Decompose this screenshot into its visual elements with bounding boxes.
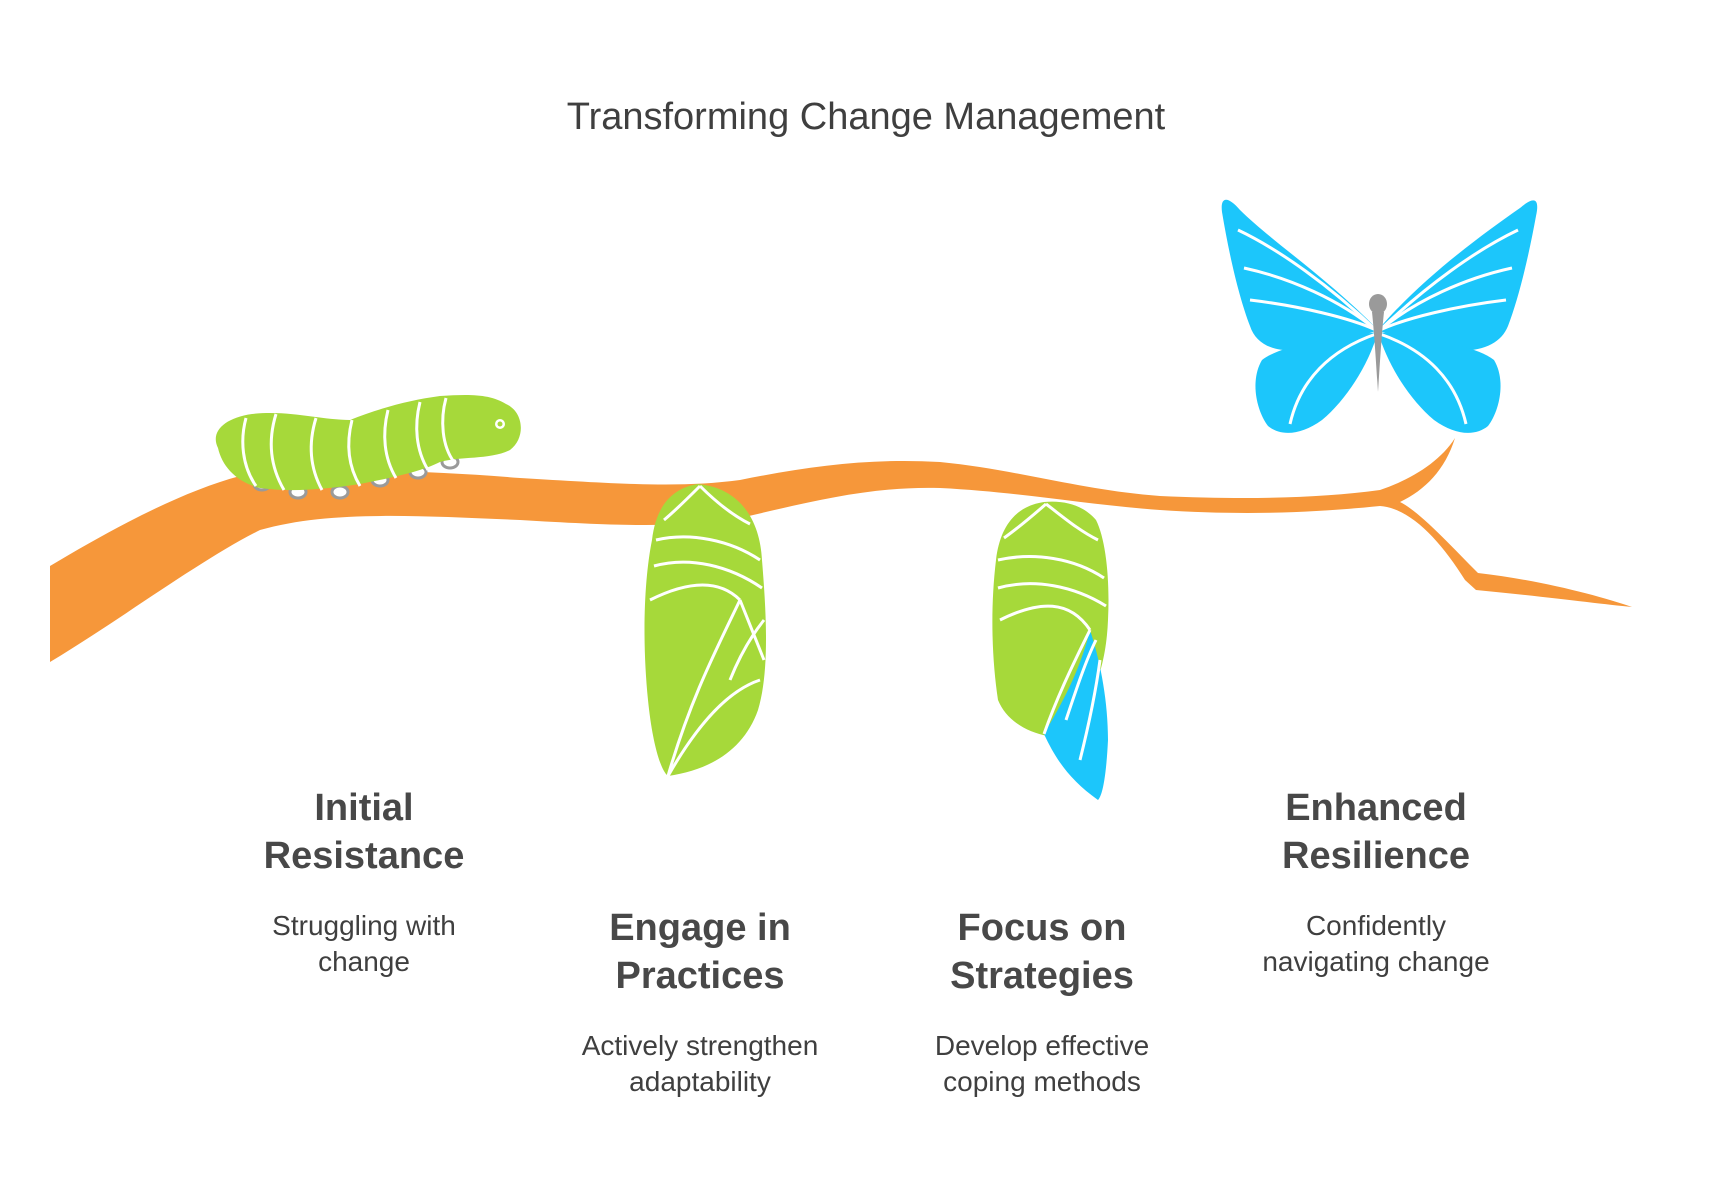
stage-description: Confidently navigating change (1262, 910, 1490, 977)
stage-description: Struggling with change (272, 910, 456, 977)
butterfly-wing (1378, 200, 1538, 351)
stage-focus-on-strategies: Focus on Strategies Develop effective co… (862, 904, 1222, 1100)
emerging-wing (1044, 630, 1108, 800)
stage-title: Enhanced Resilience (1282, 787, 1470, 877)
emerging-chrysalis-icon (992, 501, 1109, 800)
butterfly-head (1369, 294, 1387, 314)
butterfly-wing (1221, 199, 1378, 351)
stage-description: Actively strengthen adaptability (581, 1030, 819, 1097)
caterpillar-icon (215, 394, 521, 500)
diagram-title: Transforming Change Management (566, 96, 1166, 138)
butterfly-icon (1221, 199, 1538, 433)
stage-title: Engage in Practices (609, 907, 791, 997)
butterfly-wing (1378, 332, 1501, 433)
chrysalis-body (644, 484, 766, 776)
stage-title: Focus on Strategies (950, 907, 1134, 997)
caterpillar-body (215, 394, 521, 491)
stage-initial-resistance: Initial Resistance Struggling with chang… (184, 784, 544, 980)
stage-engage-in-practices: Engage in Practices Actively strengthen … (520, 904, 880, 1100)
stage-description: Develop effective coping methods (934, 1030, 1150, 1097)
butterfly-body (1372, 312, 1384, 392)
stage-title: Initial Resistance (263, 787, 465, 877)
caterpillar-leg (330, 484, 350, 500)
chrysalis-icon (644, 484, 766, 777)
branch-icon (50, 438, 1632, 662)
stage-enhanced-resilience: Enhanced Resilience Confidently navigati… (1196, 784, 1556, 980)
butterfly-wing (1255, 332, 1378, 433)
